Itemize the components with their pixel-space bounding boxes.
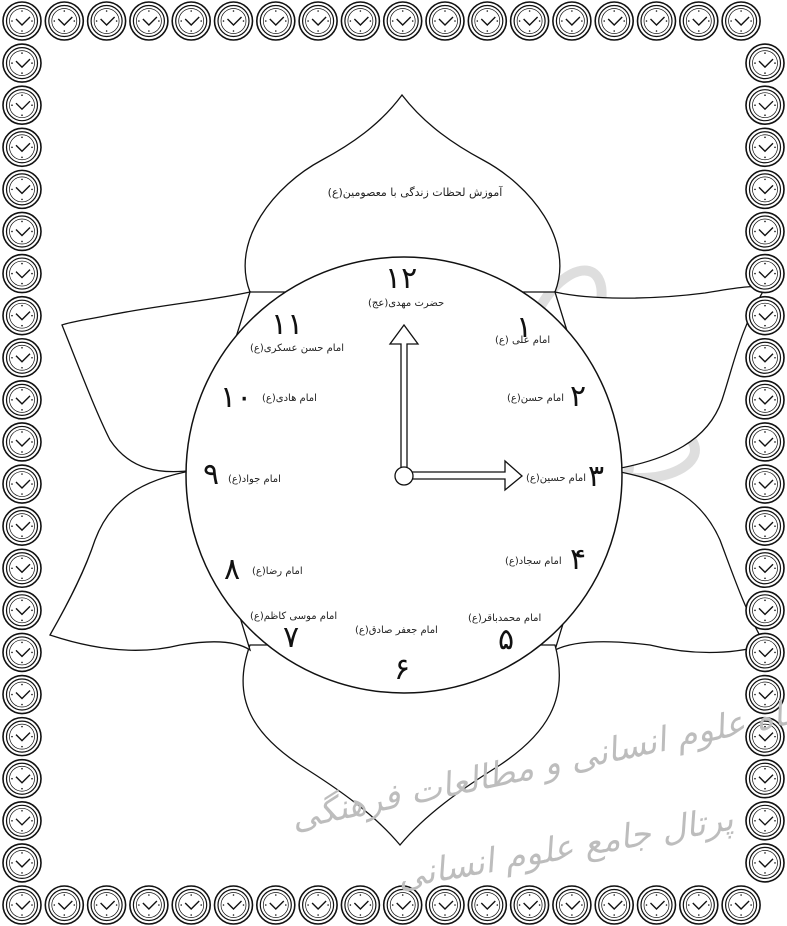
clock-icon [3, 170, 41, 208]
clock-icon [468, 886, 506, 924]
clock-icon [3, 212, 41, 250]
numeral-12: ۱۲ [385, 264, 417, 294]
clock-icon [746, 170, 784, 208]
clock-icon [680, 886, 718, 924]
worksheet-title: آموزش لحظات زندگی با معصومین(ع) [300, 186, 530, 199]
clock-icon [746, 212, 784, 250]
clock-icon [468, 2, 506, 40]
label-7: امام موسی کاظم(ع) [250, 611, 337, 622]
clock-icon [299, 2, 337, 40]
clock-icon [130, 2, 168, 40]
clock-icon [746, 423, 784, 461]
clock-icon [3, 86, 41, 124]
clock-icon [746, 802, 784, 840]
clock-icon [3, 381, 41, 419]
label-4: امام سجاد(ع) [505, 556, 562, 567]
clock-icon [595, 2, 633, 40]
clock-icon [172, 886, 210, 924]
label-2: امام حسن(ع) [507, 393, 564, 404]
clock-icon [215, 886, 253, 924]
clock-icon [3, 676, 41, 714]
clock-icon [746, 297, 784, 335]
clock-icon [3, 255, 41, 293]
clock-icon [638, 886, 676, 924]
clock-icon [722, 2, 760, 40]
clock-icon [257, 886, 295, 924]
label-3: امام حسین(ع) [526, 473, 586, 484]
clock-icon [553, 886, 591, 924]
clock-icon [3, 844, 41, 882]
clock-icon [3, 802, 41, 840]
clock-icon [257, 2, 295, 40]
clock-icon [3, 507, 41, 545]
clock-icon [746, 128, 784, 166]
clock-icon [746, 465, 784, 503]
clock-icon [172, 2, 210, 40]
clock-icon [746, 549, 784, 587]
label-5: امام محمدباقر(ع) [468, 613, 541, 624]
clock-icon [746, 255, 784, 293]
numeral-2: ۲ [570, 382, 586, 412]
clock-icon [3, 2, 41, 40]
numeral-3: ۳ [588, 462, 604, 492]
clock-icon [746, 381, 784, 419]
clock-icon [746, 844, 784, 882]
label-9: امام جواد(ع) [228, 474, 281, 485]
clock-icon [511, 886, 549, 924]
clock-icon [3, 718, 41, 756]
clock-icon [3, 633, 41, 671]
clock-icon [88, 886, 126, 924]
clock-icon [746, 633, 784, 671]
clock-icon [3, 760, 41, 798]
numeral-8: ۸ [224, 555, 240, 585]
clock-icon [722, 886, 760, 924]
clock-icon [746, 86, 784, 124]
label-8: امام رضا(ع) [252, 566, 303, 577]
numeral-5: ۵ [498, 625, 514, 655]
numeral-11: ۱۱ [271, 310, 303, 340]
clock-icon [511, 2, 549, 40]
clock-icon [45, 2, 83, 40]
clock-icon [88, 2, 126, 40]
clock-icon [746, 507, 784, 545]
clock-icon [3, 886, 41, 924]
numeral-6: ۶ [394, 655, 410, 685]
clock-icon [595, 886, 633, 924]
numeral-9: ۹ [203, 460, 219, 490]
clock-icon [384, 2, 422, 40]
clock-icon [3, 465, 41, 503]
clock-icon [45, 886, 83, 924]
hand-pivot [395, 467, 413, 485]
label-11: امام حسن عسکری(ع) [250, 343, 344, 354]
clock-icon [680, 2, 718, 40]
clock-icon [3, 297, 41, 335]
clock-icon [130, 886, 168, 924]
clock-icon [3, 423, 41, 461]
numeral-7: ۷ [283, 623, 299, 653]
clock-icon [746, 44, 784, 82]
clock-icon [746, 760, 784, 798]
label-12: حضرت مهدی(عج) [368, 298, 444, 309]
clock-icon [3, 44, 41, 82]
clock-icon [746, 591, 784, 629]
clock-icon [341, 2, 379, 40]
clock-icon [3, 339, 41, 377]
numeral-10: ۱۰ [220, 383, 252, 413]
clock-icon [341, 886, 379, 924]
clock-icon [638, 2, 676, 40]
clock-icon [746, 339, 784, 377]
label-10: امام هادی(ع) [262, 393, 317, 404]
clock-icon [3, 591, 41, 629]
numeral-4: ۴ [570, 545, 586, 575]
clock-icon [3, 128, 41, 166]
clock-icon [3, 549, 41, 587]
label-6: امام جعفر صادق(ع) [355, 625, 438, 636]
clock-icon [215, 2, 253, 40]
label-1: امام علی (ع) [495, 335, 550, 346]
clock-icon [426, 2, 464, 40]
clock-icon [553, 2, 591, 40]
clock-icon [299, 886, 337, 924]
